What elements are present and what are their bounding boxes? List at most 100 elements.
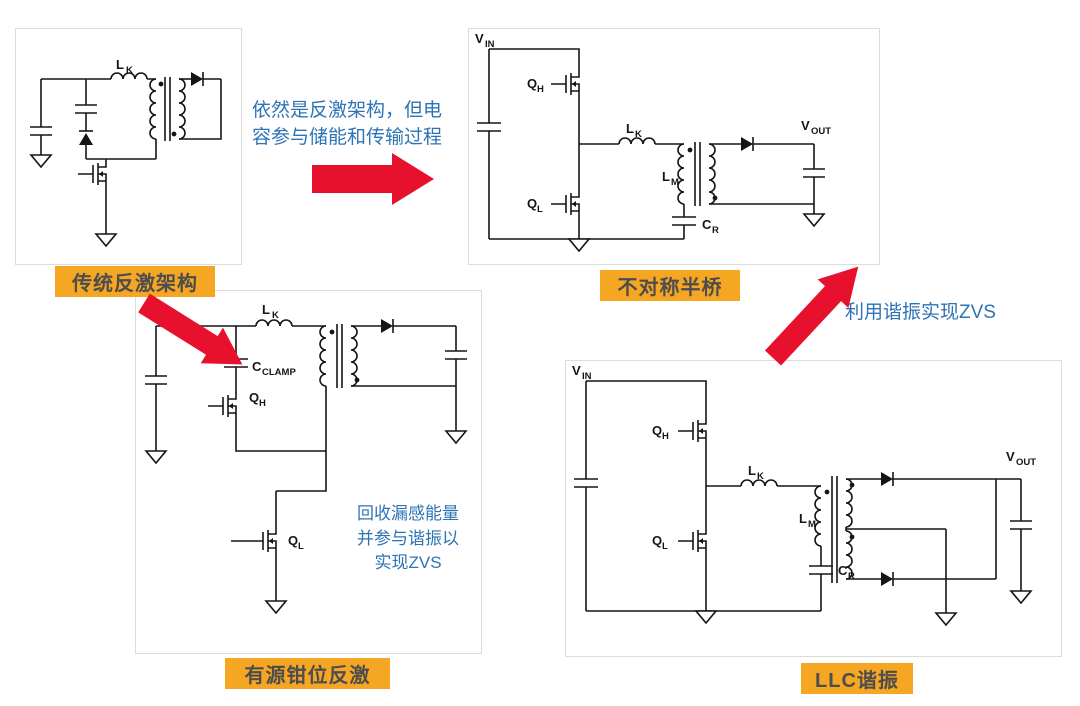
arrow-down-right-icon: [138, 293, 243, 365]
svg-text:K: K: [635, 129, 642, 140]
clamp-capacitor: [75, 79, 97, 131]
svg-text:IN: IN: [485, 39, 495, 50]
inductor-lk: [110, 72, 148, 80]
transformer-core: [336, 324, 343, 388]
svg-text:L: L: [537, 204, 543, 215]
polarity-dot: [354, 377, 360, 383]
wire: [275, 386, 327, 526]
ground-icon: [444, 430, 468, 445]
output-diode: [191, 72, 221, 86]
svg-text:H: H: [662, 431, 669, 442]
input-capacitor: [477, 49, 501, 239]
label-qh: Q: [652, 423, 662, 438]
wire: [489, 219, 684, 240]
svg-text:K: K: [272, 310, 279, 321]
asymmetric-half-bridge-circuit: V IN Q H Q L L K L M C R V OUT: [475, 31, 831, 253]
label-lk: L: [626, 121, 634, 136]
wire: [586, 380, 707, 416]
wire: [586, 556, 821, 612]
label-cclamp: C: [252, 359, 262, 374]
mosfet-ql-icon: [678, 526, 707, 556]
label-qh: Q: [527, 76, 537, 91]
rectifier-diode-top: [881, 472, 1021, 486]
polarity-dot: [158, 81, 164, 87]
wire: [489, 48, 580, 69]
svg-text:K: K: [757, 471, 764, 482]
polarity-dot: [171, 131, 177, 137]
label-ql: Q: [652, 533, 662, 548]
ground-icon: [264, 600, 288, 615]
transformer-secondary-bottom: [845, 530, 853, 580]
transformer-secondary: [708, 143, 716, 205]
transformer-primary: [677, 143, 685, 205]
label-qh: Q: [249, 390, 259, 405]
transformer-secondary-top: [845, 478, 853, 528]
ground-icon: [802, 213, 826, 228]
transformer-secondary: [350, 325, 358, 387]
flyback-circuit: L K: [29, 57, 222, 248]
wire: [179, 79, 222, 140]
svg-text:M: M: [808, 519, 816, 530]
resonant-capacitor-cr: [672, 204, 696, 239]
annotation-acf-note: 回收漏感能量 并参与谐振以 实现ZVS: [357, 504, 459, 573]
inductor-lk: [255, 319, 293, 327]
mosfet-icon: [78, 159, 107, 189]
transformer-secondary: [178, 78, 186, 140]
label-lm: L: [799, 511, 807, 526]
inductor-lk: [618, 137, 656, 145]
input-capacitor: [30, 79, 52, 155]
polarity-dot: [712, 195, 718, 201]
transformer-core: [831, 476, 838, 583]
wire: [351, 385, 457, 431]
transformer-core: [694, 142, 701, 206]
llc-resonant-circuit: V IN Q H Q L L K L M C R V OUT: [572, 363, 1036, 627]
flyback-circuit-block: L K: [15, 28, 242, 265]
label-lm: L: [662, 169, 670, 184]
svg-text:OUT: OUT: [811, 126, 831, 137]
clamp-diode: [79, 130, 93, 159]
polarity-dot: [824, 489, 830, 495]
mosfet-ql-icon: [551, 189, 580, 219]
ground-icon: [694, 610, 718, 625]
mosfet-ql-icon: [248, 526, 277, 556]
output-diode: [381, 319, 456, 333]
label-lk: L: [116, 57, 124, 72]
label-ql: Q: [527, 196, 537, 211]
svg-text:K: K: [126, 65, 133, 76]
ground-icon: [1009, 590, 1033, 605]
transformer-primary: [149, 78, 157, 140]
svg-text:M: M: [671, 177, 679, 188]
transformer-primary: [319, 325, 327, 387]
label-vin: V: [475, 31, 484, 46]
ahb-circuit-block: V IN Q H Q L L K L M C R V OUT: [468, 28, 880, 265]
arrow-right-icon: [312, 153, 434, 205]
mosfet-qh-icon: [208, 391, 237, 421]
output-diode: [741, 137, 814, 151]
mosfet-qh-icon: [678, 416, 707, 446]
caption-flyback: 传统反激架构: [55, 266, 215, 297]
polarity-dot: [329, 329, 335, 335]
svg-text:IN: IN: [582, 371, 592, 382]
transformer-core: [164, 77, 171, 141]
wire: [709, 203, 815, 214]
polarity-dot: [849, 534, 855, 540]
acf-circuit-block: L K C CLAMP Q H Q L: [135, 290, 482, 654]
input-capacitor: [145, 326, 167, 451]
svg-text:H: H: [259, 398, 266, 409]
ground-icon: [144, 450, 168, 465]
ground-icon: [94, 233, 118, 248]
mosfet-qh-icon: [551, 69, 580, 99]
caption-ahb: 不对称半桥: [600, 270, 740, 301]
label-ql: Q: [288, 533, 298, 548]
svg-text:L: L: [662, 541, 668, 552]
label-vin: V: [572, 363, 581, 378]
resonant-capacitor-cr: [809, 546, 833, 611]
output-capacitor: [445, 326, 467, 386]
svg-text:OUT: OUT: [1016, 457, 1036, 468]
input-capacitor: [574, 381, 598, 611]
polarity-dot: [849, 482, 855, 488]
caption-llc: LLC谐振: [801, 663, 913, 694]
center-tap-wire: [846, 528, 947, 613]
svg-text:L: L: [298, 541, 304, 552]
